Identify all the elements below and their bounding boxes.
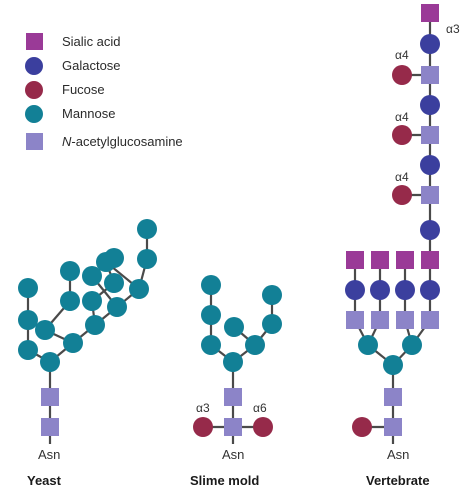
vertebrate-glcnac — [346, 311, 364, 329]
sugar-residues — [18, 4, 440, 437]
slime-link-alpha3: α3 — [196, 401, 210, 415]
slime-link-alpha6: α6 — [253, 401, 267, 415]
yeast-mannose — [18, 310, 38, 330]
slime-mannose — [245, 335, 265, 355]
slime-fucose — [253, 417, 273, 437]
yeast-asn-label: Asn — [38, 447, 60, 462]
yeast-mannose — [18, 340, 38, 360]
slime-mannose — [201, 335, 221, 355]
legend-galactose-label: Galactose — [62, 58, 121, 73]
slime-fucose — [193, 417, 213, 437]
vertebrate-glcnac — [371, 311, 389, 329]
vertebrate-glcnac — [384, 388, 402, 406]
legend-galactose-swatch — [25, 57, 43, 75]
vertebrate-link-alpha4-3: α4 — [395, 170, 409, 184]
legend-glcnac-rest: -acetylglucosamine — [71, 134, 182, 149]
vertebrate-galactose — [345, 280, 365, 300]
vertebrate-link-alpha4-2: α4 — [395, 110, 409, 124]
vertebrate-glcnac — [421, 126, 439, 144]
yeast-mannose — [60, 291, 80, 311]
slime-mold-caption: Slime mold — [190, 473, 259, 488]
vertebrate-fucose — [392, 185, 412, 205]
vertebrate-fucose — [392, 65, 412, 85]
yeast-mannose — [107, 297, 127, 317]
legend-fucose-swatch — [25, 81, 43, 99]
slime-asn-label: Asn — [222, 447, 244, 462]
vertebrate-galactose — [420, 34, 440, 54]
vertebrate-mannose — [383, 355, 403, 375]
legend-mannose-label: Mannose — [62, 106, 115, 121]
legend-fucose-label: Fucose — [62, 82, 105, 97]
vertebrate-glcnac — [421, 66, 439, 84]
legend-sialic-acid-label: Sialic acid — [62, 34, 121, 49]
yeast-glcnac — [41, 388, 59, 406]
vertebrate-glcnac — [421, 186, 439, 204]
slime-mannose — [262, 314, 282, 334]
yeast-mannose — [82, 291, 102, 311]
vertebrate-sialic-acid — [396, 251, 414, 269]
vertebrate-mannose — [402, 335, 422, 355]
vertebrate-sialic-acid — [421, 251, 439, 269]
yeast-mannose — [35, 320, 55, 340]
yeast-mannose — [40, 352, 60, 372]
yeast-mannose — [63, 333, 83, 353]
slime-glcnac — [224, 418, 242, 436]
yeast-mannose — [137, 219, 157, 239]
vertebrate-galactose — [420, 155, 440, 175]
vertebrate-fucose — [392, 125, 412, 145]
vertebrate-mannose — [358, 335, 378, 355]
vertebrate-glcnac — [384, 418, 402, 436]
legend-sialic-acid-swatch — [26, 33, 43, 50]
yeast-mannose — [129, 279, 149, 299]
legend-mannose-swatch — [25, 105, 43, 123]
yeast-mannose — [104, 273, 124, 293]
vertebrate-galactose — [420, 220, 440, 240]
vertebrate-galactose — [420, 280, 440, 300]
slime-mannose — [223, 352, 243, 372]
vertebrate-sialic-acid — [371, 251, 389, 269]
vertebrate-caption: Vertebrate — [366, 473, 430, 488]
yeast-mannose — [18, 278, 38, 298]
legend-glcnac-label: N-acetylglucosamine — [62, 134, 183, 149]
legend-glcnac-swatch — [26, 133, 43, 150]
yeast-mannose — [85, 315, 105, 335]
slime-glcnac — [224, 388, 242, 406]
vertebrate-glcnac — [421, 311, 439, 329]
yeast-mannose — [82, 266, 102, 286]
yeast-mannose — [104, 248, 124, 268]
yeast-caption: Yeast — [27, 473, 62, 488]
vertebrate-asn-label: Asn — [387, 447, 409, 462]
slime-mannose — [224, 317, 244, 337]
vertebrate-link-alpha4-1: α4 — [395, 48, 409, 62]
legend: Sialic acid Galactose Fucose Mannose N-a… — [25, 33, 183, 150]
yeast-glcnac — [41, 418, 59, 436]
yeast-mannose — [137, 249, 157, 269]
vertebrate-glcnac — [396, 311, 414, 329]
vertebrate-galactose — [395, 280, 415, 300]
vertebrate-link-alpha3: α3 — [446, 22, 460, 36]
vertebrate-sialic-acid — [421, 4, 439, 22]
slime-mannose — [262, 285, 282, 305]
vertebrate-galactose — [420, 95, 440, 115]
legend-glcnac-prefix: N — [62, 134, 72, 149]
vertebrate-galactose — [370, 280, 390, 300]
vertebrate-sialic-acid — [346, 251, 364, 269]
glycosidic-bonds — [26, 13, 432, 444]
slime-mannose — [201, 305, 221, 325]
slime-mannose — [201, 275, 221, 295]
yeast-mannose — [60, 261, 80, 281]
vertebrate-fucose — [352, 417, 372, 437]
